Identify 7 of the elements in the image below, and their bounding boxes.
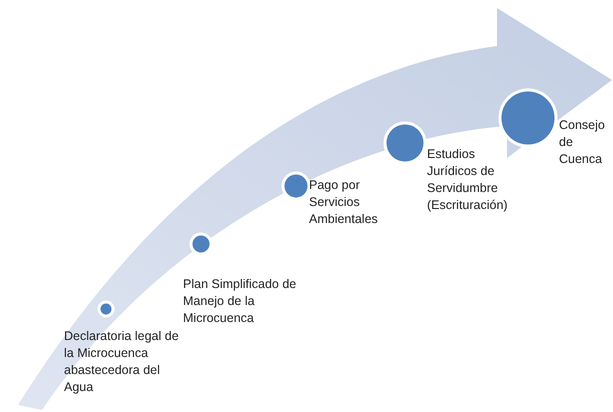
milestone-label: Pago por Servicios Ambientales <box>309 177 379 228</box>
milestone-label: Estudios Jurídicos de Servidumbre (Escrituración) <box>427 146 509 214</box>
milestone-circle <box>498 88 558 148</box>
milestone-label: Plan Simplificado de Manejo de la Microcuenca <box>183 276 298 327</box>
milestone-circle <box>97 300 115 318</box>
milestone-label: Consejo de Cuenca <box>559 117 606 168</box>
milestone-label: Declaratoria legal de la Microcuenca abastecedora del Agua <box>64 328 180 396</box>
